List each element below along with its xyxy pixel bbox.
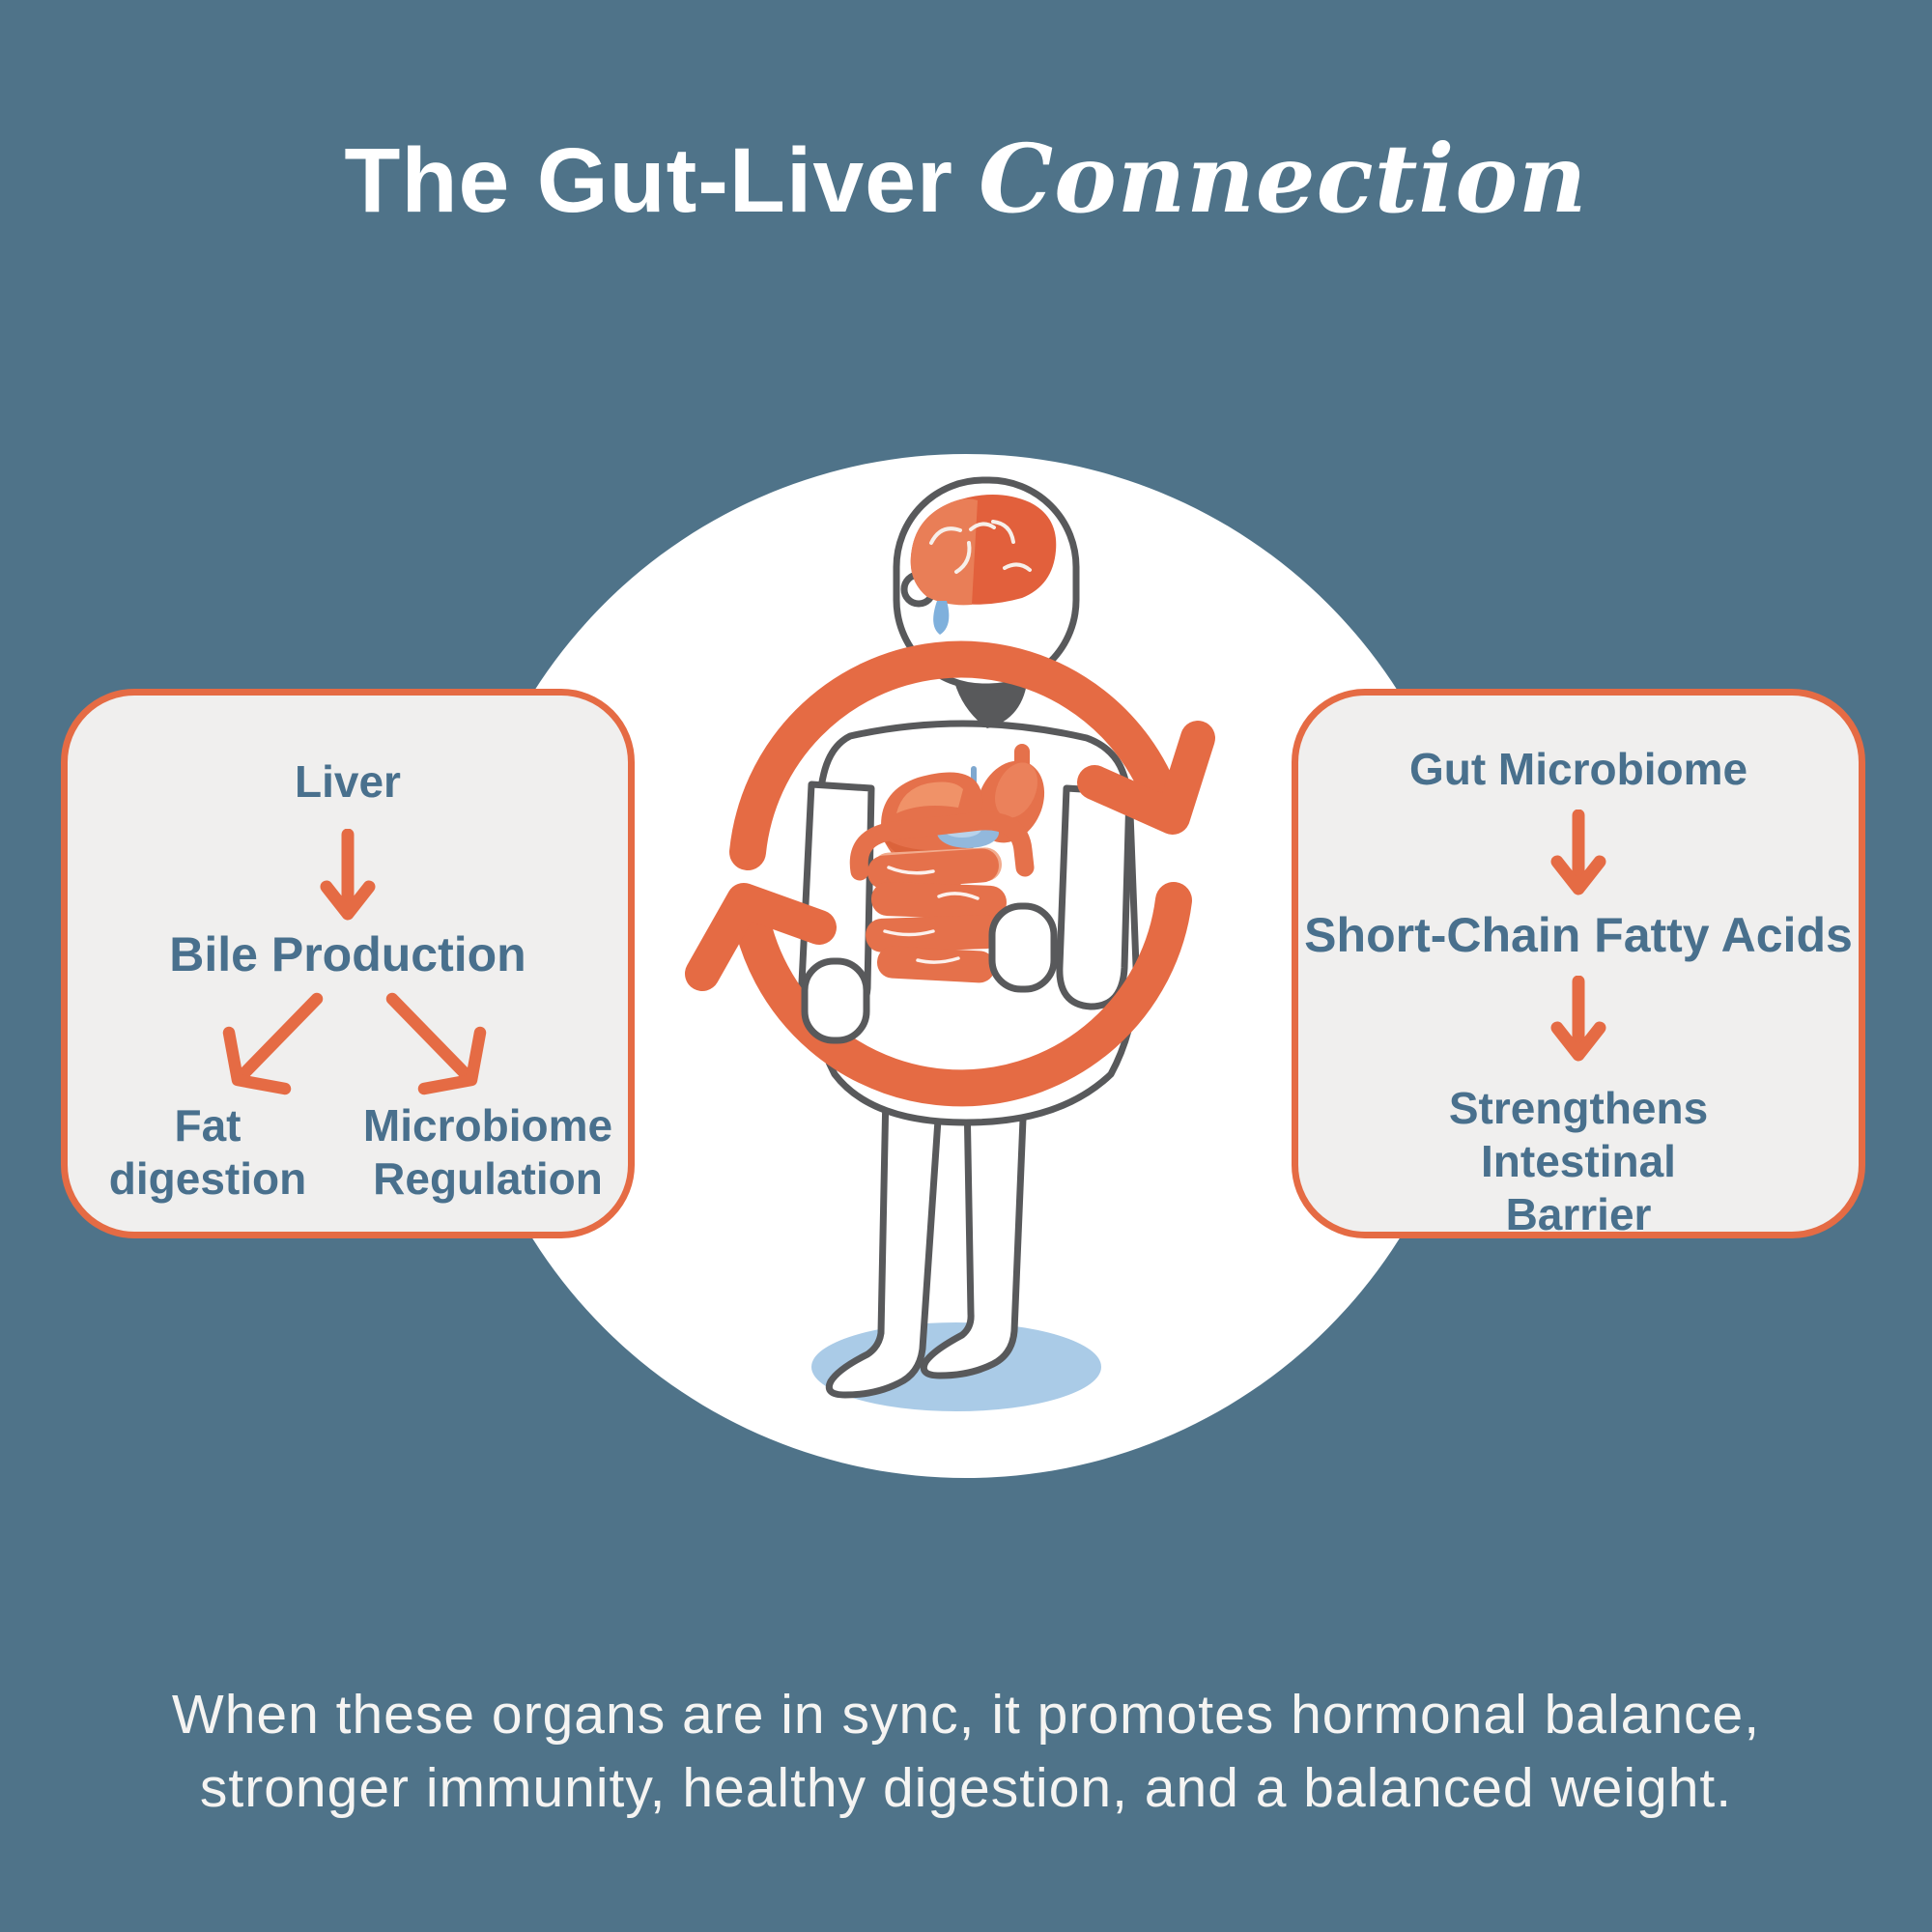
cycle-arrowhead-left-icon xyxy=(685,883,837,991)
gut-panel: Gut Microbiome Short-Chain Fatty Acids S… xyxy=(1292,689,1865,1239)
intestines-icon xyxy=(849,811,1035,983)
diagonal-arrows-icon xyxy=(222,992,487,1095)
gut-microbiome-node: Gut Microbiome xyxy=(1408,744,1748,794)
microbiome-regulation-node: Microbiome Regulation xyxy=(362,1100,613,1205)
page-title: The Gut-Liver Connection xyxy=(0,124,1932,234)
cycle-arrows-icon xyxy=(685,640,1215,1107)
cycle-arrowhead-right-icon xyxy=(1077,721,1215,835)
liver-panel: Liver Bile Production Fat digestion Micr… xyxy=(61,689,635,1238)
title-accent: Connection xyxy=(978,124,1588,234)
footer-caption: When these organs are in sync, it promot… xyxy=(171,1684,1761,1819)
title-main: The Gut-Liver xyxy=(344,129,953,232)
down-arrow-icon xyxy=(1550,976,1606,1062)
diagonal-arrow-right-icon xyxy=(385,992,472,1081)
intestinal-barrier-node: Strengthens Intestinal Barrier xyxy=(1448,1083,1709,1240)
bile-production-node: Bile Production xyxy=(169,927,526,981)
left-hand xyxy=(801,957,870,1044)
diagonal-arrow-left-icon xyxy=(237,992,324,1081)
fat-digestion-node: Fat digestion xyxy=(108,1100,307,1205)
liver-node: Liver xyxy=(295,756,401,807)
hands xyxy=(801,902,1058,1044)
down-arrow-icon xyxy=(320,829,376,921)
pituitary-drop-icon xyxy=(933,601,950,635)
brain-icon xyxy=(910,495,1057,635)
right-hand xyxy=(988,902,1058,993)
scfa-node: Short-Chain Fatty Acids xyxy=(1304,908,1853,962)
down-arrow-icon xyxy=(1550,810,1606,895)
digestive-organs xyxy=(849,744,1045,983)
